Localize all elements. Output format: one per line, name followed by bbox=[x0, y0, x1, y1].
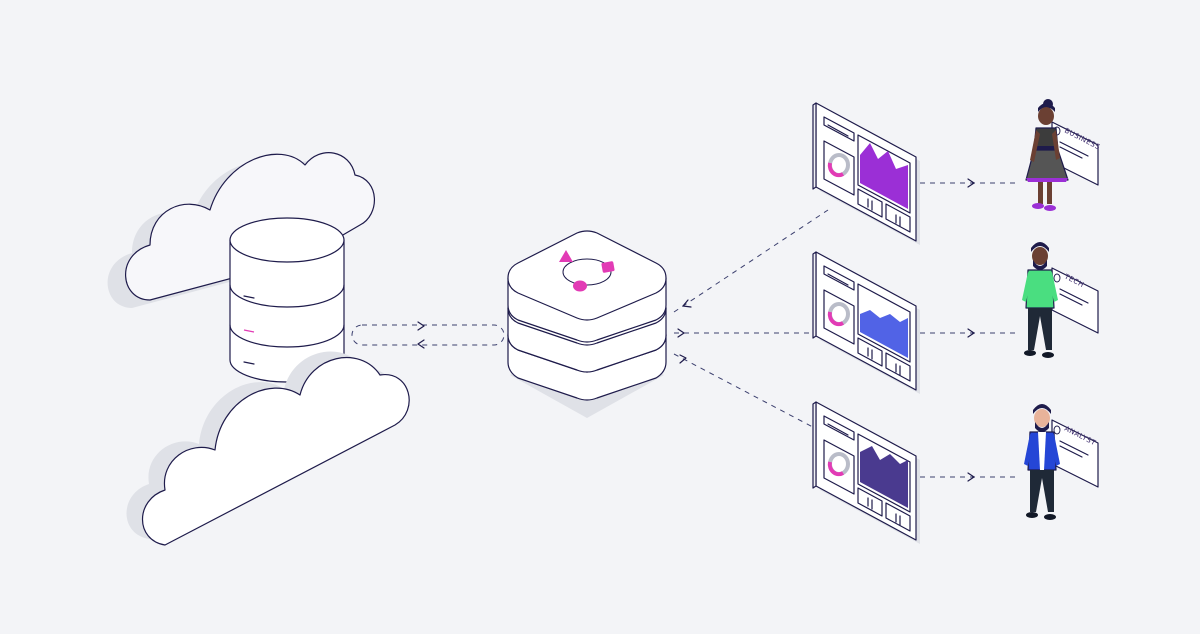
cloud-icon bbox=[142, 357, 410, 546]
data-sources bbox=[107, 152, 410, 546]
stacked-layers-icon bbox=[507, 230, 667, 418]
sync-connector bbox=[351, 321, 505, 349]
dashboard-analyst bbox=[812, 401, 920, 544]
dashboard-tech bbox=[812, 251, 920, 394]
person-tech: TECH bbox=[1022, 242, 1099, 358]
person-business: BUSINESS bbox=[1025, 99, 1102, 211]
badge-analyst: ANALYST bbox=[1051, 419, 1099, 488]
delivery-connectors bbox=[920, 178, 1018, 482]
dashboard-business bbox=[812, 102, 920, 245]
badge-tech: TECH bbox=[1051, 267, 1099, 334]
fanout-connectors bbox=[673, 209, 829, 436]
person-analyst: ANALYST bbox=[1024, 404, 1099, 520]
